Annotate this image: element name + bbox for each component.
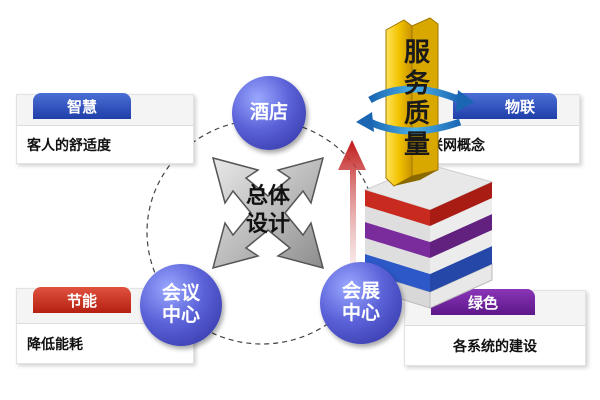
center-label-line2: 设计 bbox=[245, 211, 290, 237]
circle-exhibition-line1: 会展 bbox=[341, 280, 380, 303]
card-energy-title: 节能 bbox=[33, 287, 131, 313]
card-smart: 智慧 客人的舒适度 bbox=[16, 93, 194, 164]
service-quality-char: 务 bbox=[403, 68, 430, 99]
circle-exhibition-line2: 中心 bbox=[341, 302, 380, 324]
service-quality-label: 服 务 质 量 bbox=[400, 38, 434, 161]
card-smart-text: 客人的舒适度 bbox=[17, 125, 193, 163]
card-iot-title: 物联 bbox=[453, 93, 557, 119]
center-label-line1: 总体 bbox=[245, 184, 290, 209]
service-quality-char: 质 bbox=[403, 99, 430, 130]
circle-conference: 会议 中心 bbox=[140, 264, 222, 346]
circle-conference-line1: 会议 bbox=[161, 282, 200, 305]
circle-conference-line2: 中心 bbox=[161, 304, 200, 326]
card-green-text: 各系统的建设 bbox=[405, 325, 585, 365]
rotation-ring bbox=[356, 85, 474, 135]
circle-hotel-label: 酒店 bbox=[249, 101, 288, 124]
service-quality-char: 量 bbox=[403, 130, 430, 161]
circle-exhibition: 会展 中心 bbox=[320, 262, 402, 344]
circle-hotel: 酒店 bbox=[232, 76, 306, 150]
number-one-badge bbox=[385, 17, 439, 187]
center-label: 总体 设计 bbox=[228, 183, 308, 238]
growth-arrow bbox=[338, 140, 366, 290]
service-quality-char: 服 bbox=[403, 38, 430, 68]
slab-stack bbox=[363, 163, 494, 309]
card-smart-title: 智慧 bbox=[33, 93, 131, 119]
